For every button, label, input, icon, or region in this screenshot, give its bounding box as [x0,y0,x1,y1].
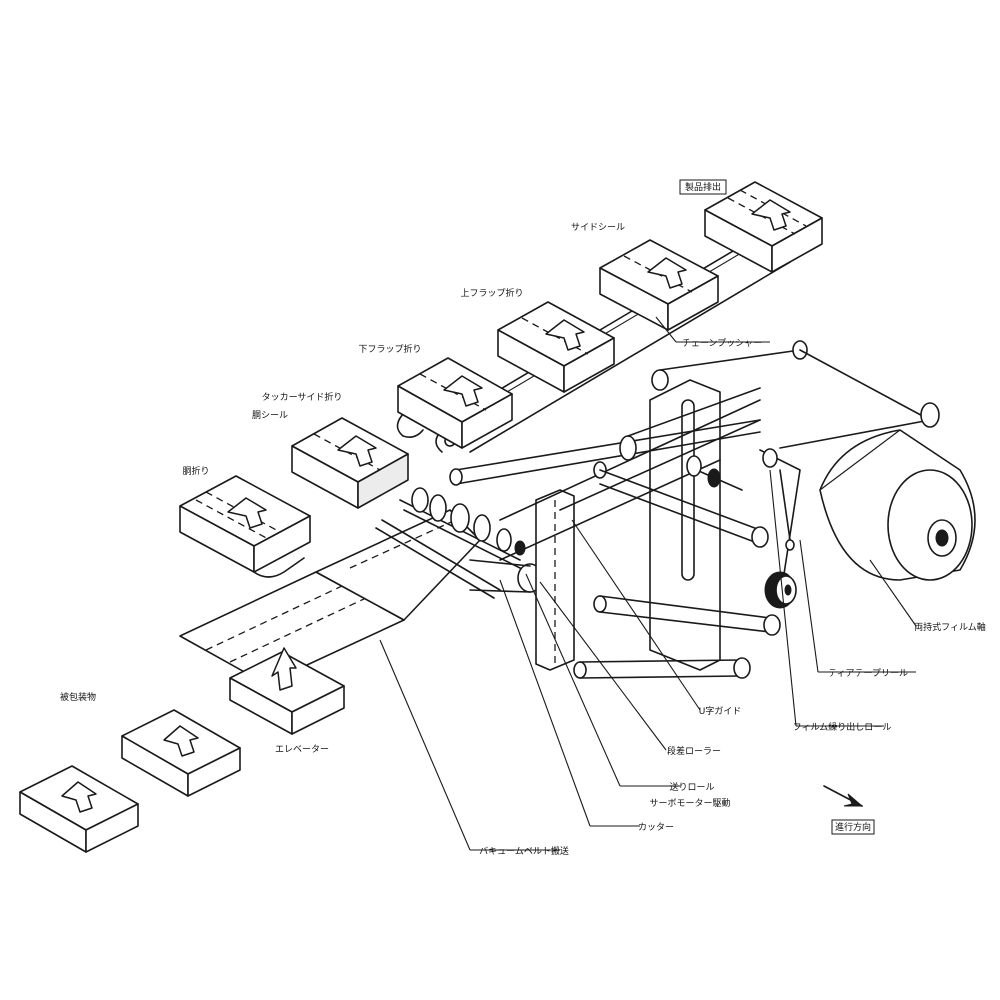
label-servo-motor-drive: サーボモーター駆動 [649,798,730,809]
machine-frame [449,340,808,679]
label-nip-roll: 送りロール [669,781,714,793]
label-u-guide: U字ガイド [699,705,742,717]
label-tear-tape-reel: ティアテープリール [828,668,908,679]
package-top-flap-fold [497,301,615,393]
label-back-fold: 胴折り [182,465,209,477]
label-product-discharge: 製品排出 [679,179,727,195]
leader-lines [379,316,917,851]
label-chain-pusher: チェーンプッシャー [682,338,762,349]
svg-text:進行方向: 進行方向 [835,821,871,833]
label-bottom-flap-fold: 下フラップ折り [358,343,421,355]
package-tucker-side-fold [291,417,409,509]
svg-text:製品排出: 製品排出 [685,181,721,193]
package-back-fold [179,475,311,578]
label-top-flap-fold: 上フラップ折り [460,287,523,299]
label-travel-direction: 進行方向 [831,819,875,835]
label-film-roll-shaft: 両持式フィルム軸 [914,621,986,633]
label-side-seal: サイドシール [571,222,625,233]
label-elevator: エレベーター [275,744,329,755]
label-tucker-side-fold: タッカーサイド折り [262,391,343,403]
label-vacuum-belt: バキュームベルト搬送 [479,845,569,857]
package-side-seal [599,239,719,331]
travel-direction-arrow-icon [823,785,864,807]
label-cutter: カッター [638,822,674,833]
label-dancer-roller: 段差ローラー [667,745,721,757]
label-back-seal: 胴シール [252,410,288,421]
package-bottom-flap-fold [397,357,513,449]
label-feed-roll: フィルム繰り出しロール [793,721,892,733]
film-roll [759,349,976,609]
package-product-discharge [704,181,823,273]
label-product-supply: 被包装物 [60,691,96,703]
infeed-products [19,647,345,853]
